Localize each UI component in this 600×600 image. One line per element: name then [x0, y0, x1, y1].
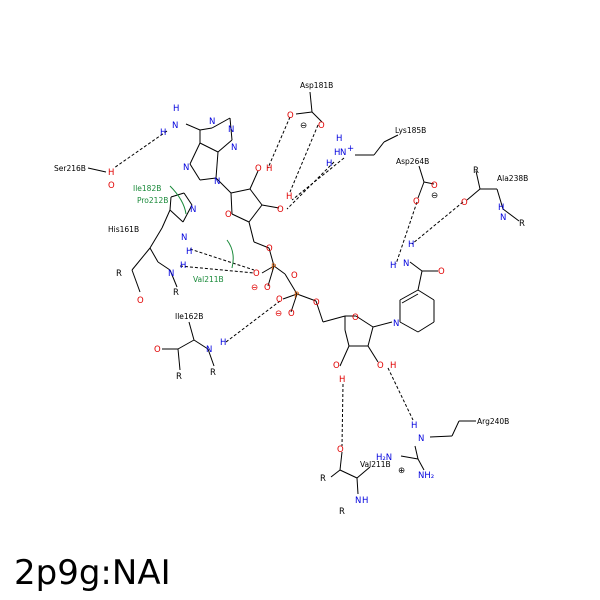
residue-val211-green: Val211B — [193, 275, 224, 284]
atom-n-nicotinamide: N — [393, 319, 399, 329]
his161-n1: N — [190, 205, 196, 215]
residue-asp181: Asp181B — [300, 81, 333, 90]
ser216-o: O — [108, 181, 115, 191]
residue-pro212: Pro212B — [137, 196, 168, 205]
atom-n-amide: N — [403, 259, 409, 269]
arg240-nh2: NH₂ — [418, 471, 434, 481]
diagram-title: 2p9g:NAI — [14, 553, 171, 593]
lys185-h2: H — [326, 159, 332, 169]
val211-n: N — [355, 496, 361, 506]
residue-atom-labels: O O ⊖ H H N + H O O ⊖ R O H N R H O N N … — [108, 111, 525, 517]
atom-o5n: O — [313, 298, 320, 308]
atom-h-amide2: H — [408, 240, 414, 250]
atom-o-ribose: O — [225, 210, 232, 220]
atom-n7: N — [183, 163, 189, 173]
asp264-o2: O — [413, 197, 420, 207]
residue-arg240: Arg240B — [477, 417, 509, 426]
ala238-r2: R — [519, 219, 525, 229]
ile162-r2: R — [210, 368, 216, 378]
lys185-n: N — [340, 148, 346, 158]
atom-h-amide: H — [390, 261, 396, 271]
his161-h: H — [186, 247, 192, 257]
arg240-ne: N — [418, 434, 424, 444]
ile162-o: O — [154, 345, 161, 355]
residue-bonds — [87, 91, 520, 495]
residue-asp264: Asp264B — [396, 157, 429, 166]
atom-n9b: N — [231, 143, 237, 153]
residue-lys185: Lys185B — [395, 126, 426, 135]
atom-n3: N — [228, 125, 234, 135]
asp181-o1: O — [287, 111, 294, 121]
lys185-h3: H — [334, 148, 340, 158]
atom-o-p1a: O — [253, 269, 260, 279]
hydrogen-bonds — [113, 116, 464, 447]
his161-r: R — [116, 269, 122, 279]
atom-o5: O — [266, 244, 273, 254]
lys185-plus: + — [347, 144, 354, 154]
his161-nbb: N — [168, 269, 174, 279]
lys185-h1: H — [336, 134, 342, 144]
atom-p2: P — [294, 291, 299, 301]
ile162-n: N — [206, 345, 212, 355]
atom-o2: O — [255, 164, 262, 174]
arg240-h2n: H₂N — [376, 453, 392, 463]
atom-o2n: O — [333, 361, 340, 371]
atom-h3n: H — [390, 361, 396, 371]
residue-ala238: Ala238B — [497, 174, 528, 183]
asp181-o2: O — [318, 121, 325, 131]
val211-h: H — [362, 496, 368, 506]
ser216-h: H — [108, 168, 114, 178]
ala238-n: N — [500, 213, 506, 223]
atom-h2: H — [266, 164, 272, 174]
residue-val211: Val211B — [360, 460, 391, 469]
residue-his161: His161B — [108, 225, 139, 234]
asp264-o1: O — [431, 181, 438, 191]
atom-h2n: H — [339, 375, 345, 385]
atom-p1: P — [271, 263, 276, 273]
atom-o3n: O — [377, 361, 384, 371]
atom-n9: N — [214, 177, 220, 187]
atom-o-amide: O — [438, 267, 445, 277]
residue-names: Asp181B Lys185B Asp264B Ala238B Ser216B … — [54, 81, 528, 469]
his161-o: O — [137, 296, 144, 306]
hydrophobic-arc-val211 — [226, 239, 234, 269]
ile162-h: H — [220, 338, 226, 348]
val211-o: O — [337, 445, 344, 455]
val211-r2: R — [339, 507, 345, 517]
atom-o-p1b: O — [264, 283, 271, 293]
residue-ile162: Ile162B — [175, 312, 203, 321]
atom-o-ribose-n: O — [352, 313, 359, 323]
atom-o-bridge: O — [291, 271, 298, 281]
ile162-r: R — [176, 372, 182, 382]
atom-o3: O — [277, 205, 284, 215]
atom-n1: N — [209, 117, 215, 127]
atom-minus2: ⊖ — [275, 309, 282, 319]
ligand-bonds — [185, 117, 438, 367]
hydrophobic-arc-ile182 — [169, 185, 187, 215]
ala238-h: H — [498, 203, 504, 213]
residue-ile182: Ile182B — [133, 184, 161, 193]
atom-o-p2b: O — [288, 309, 295, 319]
atom-h3: H — [286, 192, 292, 202]
his161-n2: N — [181, 233, 187, 243]
asp181-minus: ⊖ — [300, 121, 307, 131]
atom-h-amine: H — [173, 104, 179, 114]
arg240-plus: ⊕ — [398, 466, 405, 476]
atom-n-amine: N — [172, 121, 178, 131]
residue-ser216: Ser216B — [54, 164, 86, 173]
atom-o-p2a: O — [276, 295, 283, 305]
ala238-o: O — [461, 198, 468, 208]
asp264-minus: ⊖ — [431, 191, 438, 201]
his161-hbb: H — [180, 261, 186, 271]
ala238-r: R — [473, 166, 479, 176]
his161-r2: R — [173, 288, 179, 298]
atom-h-amine2: H — [160, 128, 166, 138]
val211-r: R — [320, 474, 326, 484]
atom-labels: H N H N N N N N O O H O H O P O O ⊖ O P … — [160, 104, 445, 385]
arg240-h: H — [411, 421, 417, 431]
atom-minus1: ⊖ — [251, 283, 258, 293]
